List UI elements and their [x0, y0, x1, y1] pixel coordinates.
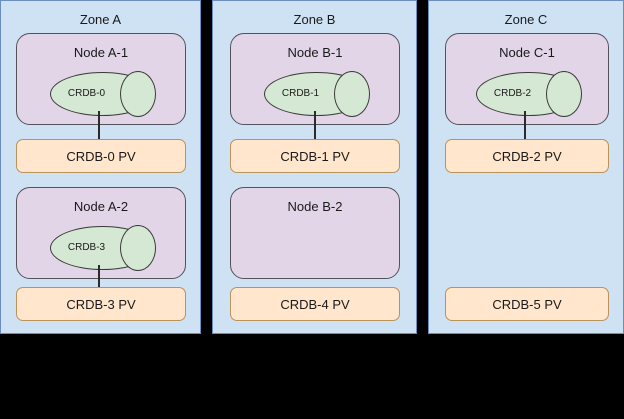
database-cylinder-crdb-3[interactable]: CRDB-3 — [50, 225, 156, 271]
database-cylinder-crdb-0[interactable]: CRDB-0 — [50, 71, 156, 117]
node-b-2-title: Node B-2 — [287, 199, 343, 214]
database-label: CRDB-3 — [67, 242, 106, 253]
pv-crdb-0[interactable]: CRDB-0 PV — [16, 139, 186, 173]
database-label: CRDB-1 — [281, 88, 320, 99]
pv-crdb-5[interactable]: CRDB-5 PV — [445, 287, 609, 321]
pv-crdb-4[interactable]: CRDB-4 PV — [230, 287, 400, 321]
node-c-1[interactable]: Node C-1 CRDB-2 — [445, 33, 609, 125]
node-c-1-title: Node C-1 — [499, 45, 555, 60]
zone-a[interactable]: Zone A Node A-1 CRDB-0 CRDB-0 PV Node A-… — [0, 0, 201, 334]
zone-c[interactable]: Zone C Node C-1 CRDB-2 CRDB-2 PV CRDB-5 … — [428, 0, 624, 334]
node-b-1-title: Node B-1 — [287, 45, 343, 60]
connector-node-a-2-to-pv-crdb-3 — [98, 265, 100, 293]
node-b-1[interactable]: Node B-1 CRDB-1 — [230, 33, 400, 125]
zone-c-title: Zone C — [504, 12, 548, 27]
database-cylinder-crdb-1[interactable]: CRDB-1 — [264, 71, 370, 117]
pv-crdb-3[interactable]: CRDB-3 PV — [16, 287, 186, 321]
node-a-2-title: Node A-2 — [73, 199, 129, 214]
pv-crdb-2[interactable]: CRDB-2 PV — [445, 139, 609, 173]
connector-node-c-1-to-pv-crdb-2 — [524, 111, 526, 141]
zone-a-title: Zone A — [79, 12, 122, 27]
database-label: CRDB-0 — [67, 88, 106, 99]
database-cylinder-crdb-2[interactable]: CRDB-2 — [476, 71, 582, 117]
cylinder-cap-icon — [120, 71, 156, 117]
database-label: CRDB-2 — [493, 88, 532, 99]
cylinder-cap-icon — [334, 71, 370, 117]
zone-b[interactable]: Zone B Node B-1 CRDB-1 CRDB-1 PV Node B-… — [212, 0, 417, 334]
zone-b-title: Zone B — [293, 12, 336, 27]
connector-node-a-1-to-pv-crdb-0 — [98, 111, 100, 141]
pv-crdb-1[interactable]: CRDB-1 PV — [230, 139, 400, 173]
node-b-2[interactable]: Node B-2 — [230, 187, 400, 279]
connector-node-b-1-to-pv-crdb-1 — [314, 111, 316, 141]
node-a-1-title: Node A-1 — [73, 45, 129, 60]
node-a-2[interactable]: Node A-2 CRDB-3 — [16, 187, 186, 279]
cylinder-cap-icon — [120, 225, 156, 271]
node-a-1[interactable]: Node A-1 CRDB-0 — [16, 33, 186, 125]
cylinder-cap-icon — [546, 71, 582, 117]
